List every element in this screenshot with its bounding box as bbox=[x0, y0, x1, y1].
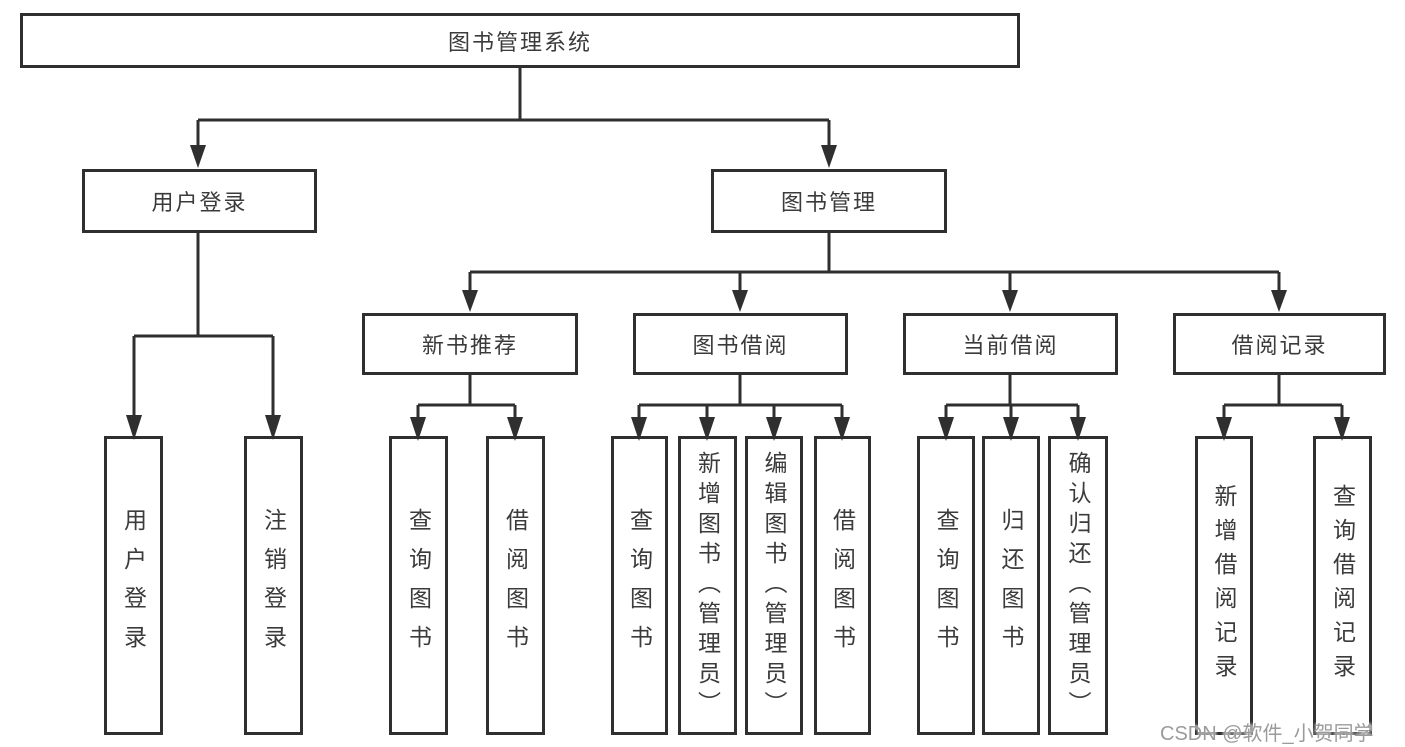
node-new-book-recommend: 新书推荐 bbox=[362, 313, 578, 375]
branch-current-borrow bbox=[938, 375, 1086, 441]
leaf-borrow-books-recommend: 借阅图书 bbox=[486, 436, 545, 735]
leaf-logout: 注销登录 bbox=[244, 436, 303, 735]
node-user-login: 用户登录 bbox=[82, 169, 317, 233]
node-root-library-system: 图书管理系统 bbox=[20, 13, 1020, 68]
node-book-management: 图书管理 bbox=[711, 169, 947, 233]
leaf-borrow-books: 借阅图书 bbox=[814, 436, 871, 735]
leaf-add-borrow-record: 新增借阅记录 bbox=[1195, 436, 1253, 735]
leaf-user-login: 用户登录 bbox=[104, 436, 163, 735]
branch-borrow-records bbox=[1216, 375, 1350, 441]
leaf-query-borrow-record: 查询借阅记录 bbox=[1313, 436, 1372, 735]
leaf-query-books-recommend: 查询图书 bbox=[389, 436, 448, 735]
leaf-add-books-admin: 新增图书（管理员） bbox=[678, 436, 737, 735]
csdn-watermark: CSDN @软件_小贺同学 bbox=[1160, 723, 1374, 745]
branch-user-login bbox=[126, 233, 281, 440]
leaf-confirm-return-admin: 确认归还（管理员） bbox=[1048, 436, 1108, 735]
leaf-query-books-current: 查询图书 bbox=[917, 436, 975, 735]
leaf-edit-books-admin: 编辑图书（管理员） bbox=[745, 436, 803, 735]
branch-new-book-recommend bbox=[410, 375, 523, 441]
node-current-borrow: 当前借阅 bbox=[903, 313, 1118, 375]
leaf-query-books-borrow: 查询图书 bbox=[611, 436, 668, 735]
leaf-return-books: 归还图书 bbox=[982, 436, 1040, 735]
node-borrow-records: 借阅记录 bbox=[1173, 313, 1386, 375]
branch-book-borrow bbox=[631, 375, 850, 441]
node-book-borrow: 图书借阅 bbox=[633, 313, 848, 375]
branch-root bbox=[190, 68, 837, 168]
branch-book-management bbox=[462, 233, 1287, 312]
